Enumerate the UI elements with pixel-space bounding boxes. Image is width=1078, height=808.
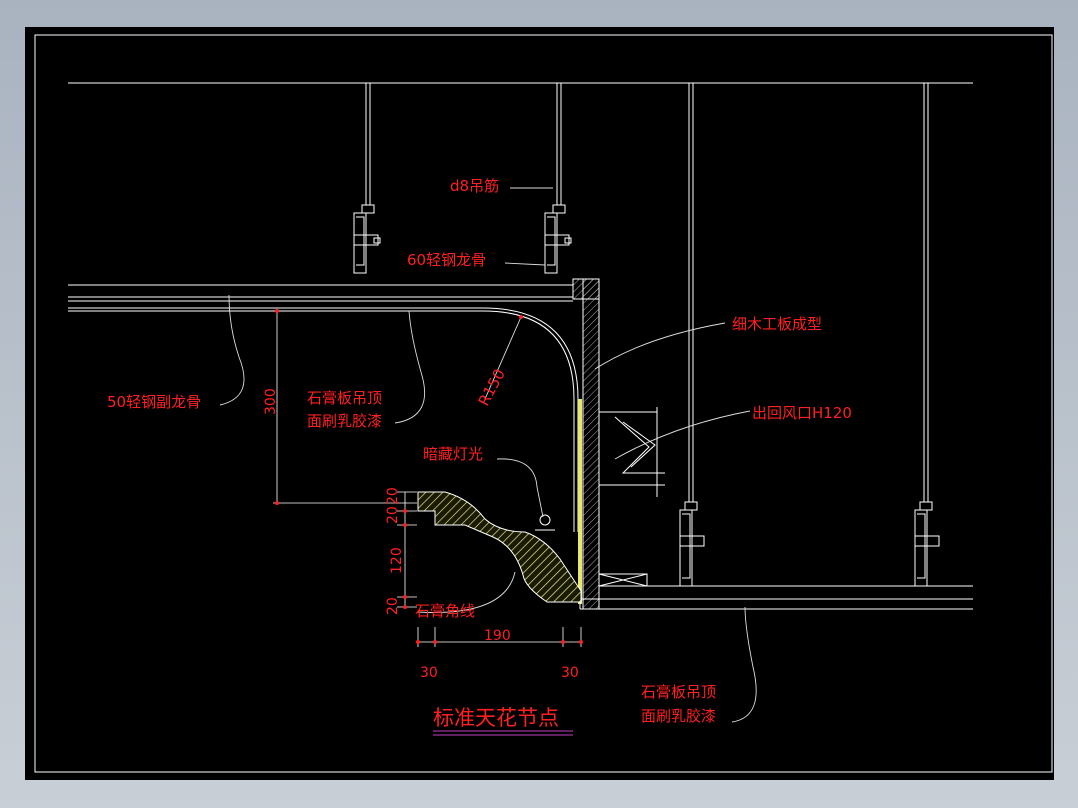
leader-lines — [219, 187, 757, 723]
dim-30-right: 30 — [561, 665, 579, 681]
label-hidden-light: 暗藏灯光 — [423, 445, 483, 463]
curved-soffit — [482, 307, 579, 532]
label-gypsum-ceiling-2: 石膏板吊顶 — [641, 683, 716, 701]
main-keel-right — [544, 204, 572, 274]
label-hanger-rod: d8吊筋 — [450, 177, 499, 195]
drawing-title: 标准天花节点 — [433, 706, 559, 730]
dim-20-second: 20 — [385, 506, 401, 524]
lower-keel-left — [679, 501, 705, 587]
dim-20-bottom: 20 — [385, 597, 401, 615]
label-cornice: 石膏角线 — [415, 602, 475, 620]
dim-30-left: 30 — [420, 665, 438, 681]
light-strip — [578, 399, 582, 604]
light-fixture — [535, 514, 555, 531]
label-main-keel: 60轻钢龙骨 — [407, 251, 486, 269]
dimension-ticks — [275, 309, 583, 644]
lower-keel-right — [914, 501, 940, 587]
ceiling-detail-drawing: d8吊筋 60轻钢龙骨 50轻钢副龙骨 细木工板成型 石膏板吊顶 面刷乳胶漆 出… — [34, 34, 1053, 773]
dimension-lines — [273, 310, 582, 647]
dim-20-top: 20 — [385, 487, 401, 505]
dim-120: 120 — [389, 547, 405, 574]
label-board-shape: 细木工板成型 — [732, 315, 822, 333]
drawing-frame — [34, 34, 1053, 773]
label-gypsum-paint-1: 面刷乳胶漆 — [307, 412, 382, 430]
label-sub-keel: 50轻钢副龙骨 — [107, 393, 201, 411]
dim-height-300: 300 — [263, 388, 279, 415]
label-air-outlet: 出回风口H120 — [752, 404, 852, 422]
hanger-rods — [365, 83, 929, 502]
main-keel-left — [353, 204, 381, 274]
wood-board-bulkhead — [572, 278, 600, 610]
label-gypsum-ceiling-1: 石膏板吊顶 — [307, 389, 382, 407]
air-outlet — [599, 407, 665, 497]
gypsum-cornice — [417, 491, 582, 603]
lower-ceiling — [579, 573, 973, 610]
dim-190: 190 — [484, 628, 511, 644]
upper-ceiling — [68, 284, 573, 312]
cad-viewport[interactable]: d8吊筋 60轻钢龙骨 50轻钢副龙骨 细木工板成型 石膏板吊顶 面刷乳胶漆 出… — [25, 27, 1054, 780]
label-radius: R150 — [475, 366, 509, 409]
label-gypsum-paint-2: 面刷乳胶漆 — [641, 707, 716, 725]
